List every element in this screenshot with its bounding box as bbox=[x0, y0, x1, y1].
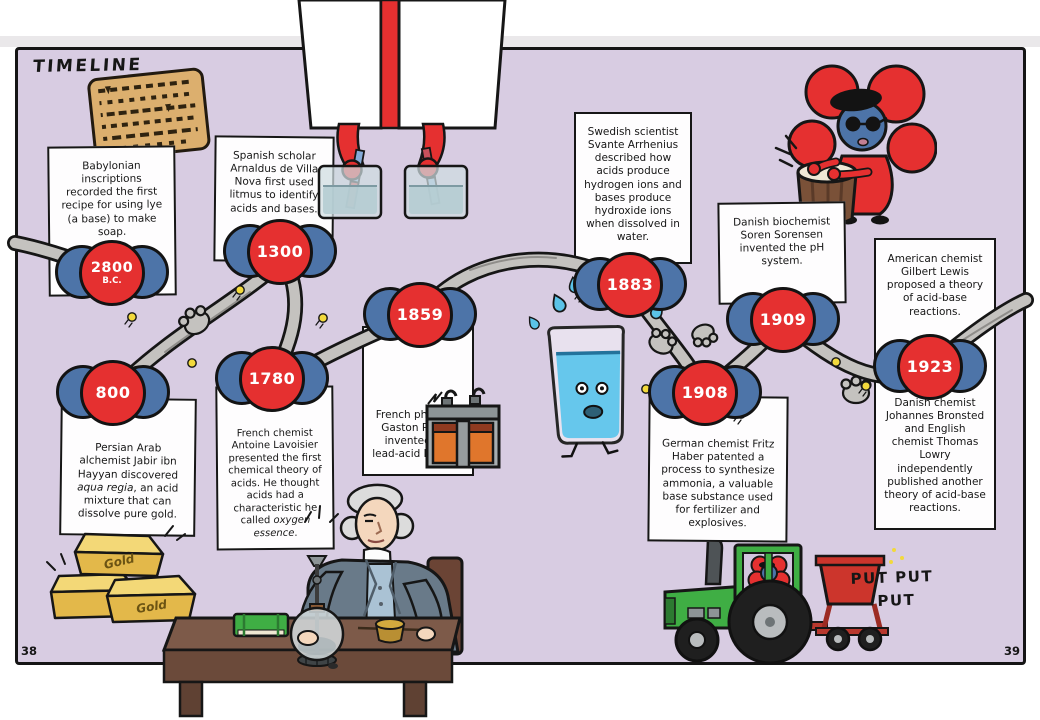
gold-bars-icon: Gold Gold bbox=[46, 525, 197, 624]
page-number-left: 38 bbox=[21, 644, 38, 658]
stick-legs bbox=[561, 441, 619, 458]
lavoisier-desk-scene bbox=[161, 483, 464, 718]
branch-hands bbox=[178, 305, 872, 405]
date-molecule-1908: 1908 bbox=[643, 357, 767, 429]
sparkle-lines bbox=[46, 525, 186, 571]
beaker-left bbox=[317, 164, 383, 220]
date-molecule-1883: 1883 bbox=[568, 249, 692, 321]
coat-left-panel bbox=[297, 0, 383, 130]
small-bowl bbox=[374, 618, 406, 644]
fertilizer-trailer bbox=[814, 548, 904, 652]
flask-sparkle bbox=[304, 505, 339, 523]
date-molecule-800: 800 bbox=[51, 357, 175, 429]
drum-motion-lines bbox=[774, 134, 798, 168]
date-molecule-1923: 1923 bbox=[868, 331, 992, 403]
event-box-arrhenius: Swedish scientist Svante Arrhenius descr… bbox=[574, 112, 692, 264]
date-molecule-1780: 1780 bbox=[210, 343, 334, 415]
bronsted-lowry-text: Danish chemist Johannes Bronsted and Eng… bbox=[884, 396, 986, 514]
page-number-right: 39 bbox=[1003, 644, 1020, 658]
litmus-test-scientist bbox=[297, 0, 507, 220]
green-book bbox=[232, 612, 290, 638]
date-molecule-1909: 1909 bbox=[721, 284, 845, 356]
gold-label-bottom: Gold bbox=[135, 597, 168, 616]
lewis-text: American chemist Gilbert Lewis proposed … bbox=[886, 253, 984, 318]
gold-label-top: Gold bbox=[103, 551, 137, 572]
page-fold-shadow bbox=[0, 36, 1040, 47]
date-molecule-1859: 1859 bbox=[358, 279, 482, 351]
beaker-right bbox=[403, 164, 469, 220]
beret-icon bbox=[830, 88, 882, 112]
lead-acid-battery-icon bbox=[425, 387, 501, 469]
date-molecule-1300: 1300 bbox=[218, 216, 342, 288]
water-face bbox=[575, 381, 609, 419]
water-glass-character bbox=[547, 325, 625, 458]
sunglasses-icon bbox=[845, 116, 888, 132]
coat-right-panel bbox=[397, 0, 507, 130]
tractor-illustration bbox=[663, 537, 904, 665]
